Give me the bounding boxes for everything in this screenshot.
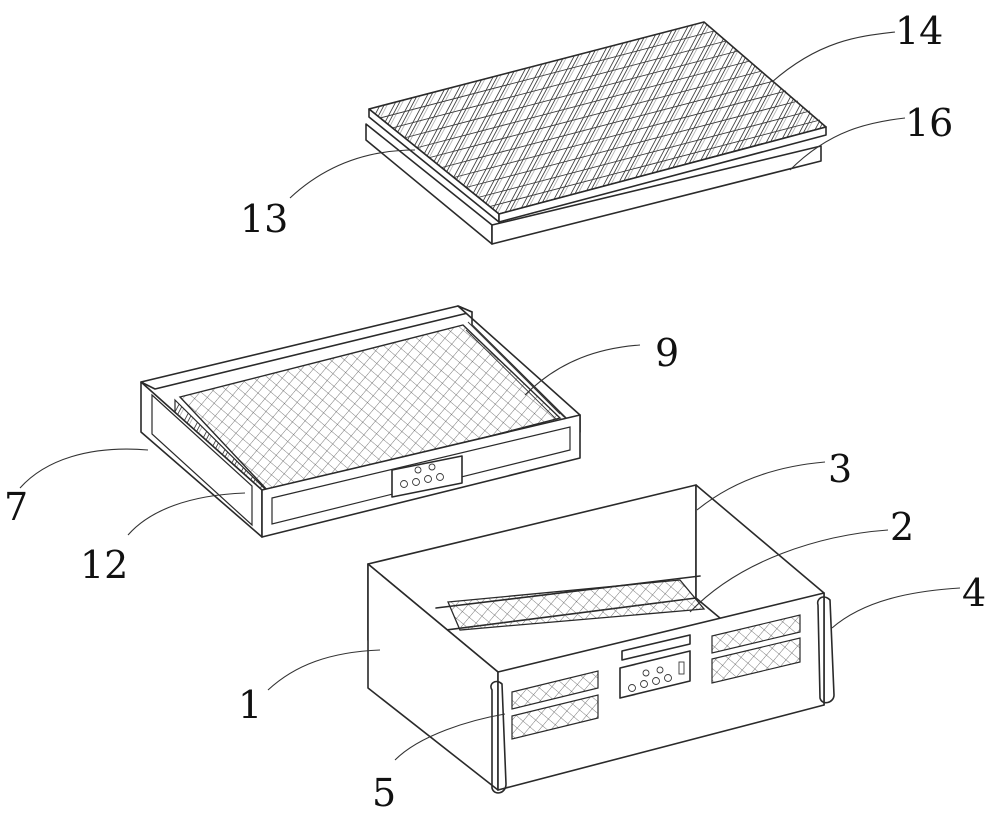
callout-13: 13 [240, 197, 288, 241]
top-ribbed-panel [366, 22, 826, 244]
callout-9: 9 [655, 331, 679, 375]
callout-7: 7 [4, 485, 28, 529]
callout-1: 1 [238, 683, 262, 727]
callout-12: 12 [80, 543, 128, 587]
housing-box [368, 485, 834, 793]
callout-16: 16 [905, 101, 953, 145]
leader-4 [832, 588, 960, 628]
leader-1 [268, 650, 380, 690]
leader-7 [20, 449, 148, 488]
callout-14: 14 [895, 9, 943, 53]
filter-frame-tray [141, 306, 580, 537]
callout-2: 2 [890, 505, 914, 549]
callout-3: 3 [828, 447, 852, 491]
callout-4: 4 [962, 571, 986, 615]
callout-5: 5 [372, 771, 396, 815]
leader-14 [772, 32, 895, 82]
